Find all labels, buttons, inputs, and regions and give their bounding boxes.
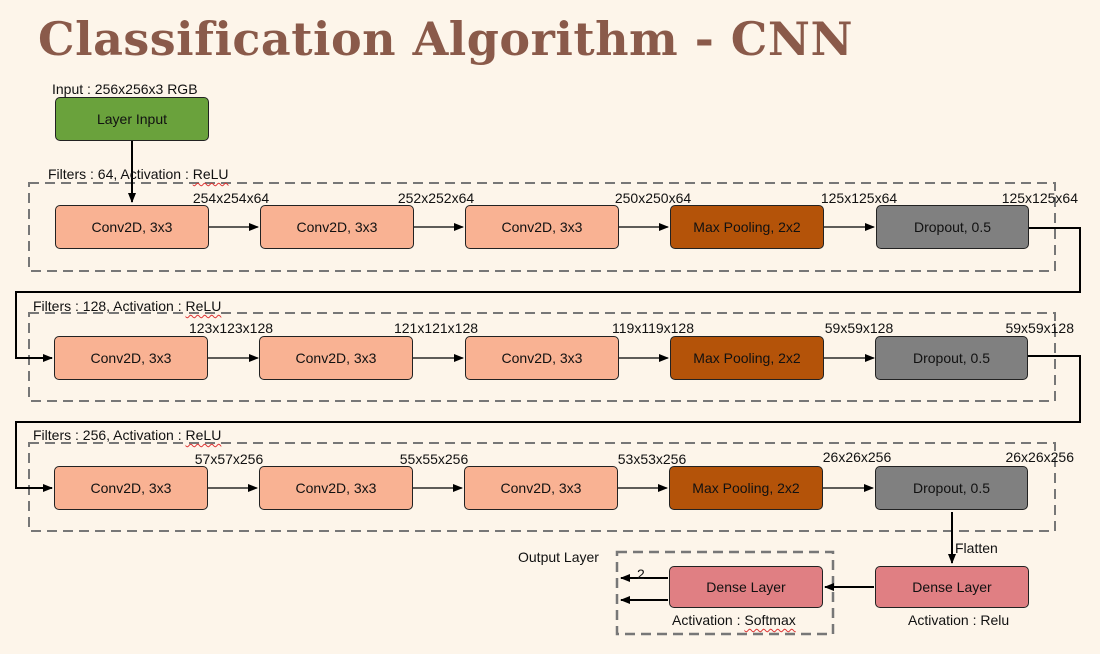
block-2-shape-1: 123x123x128	[188, 320, 274, 336]
block-2-conv-3: Conv2D, 3x3	[465, 336, 619, 380]
block-3-shape-3: 53x53x256	[617, 451, 687, 467]
row2-to-row3-connector	[15, 355, 1081, 492]
output-units-label: 2	[637, 566, 645, 582]
block-1-max-pooling: Max Pooling, 2x2	[670, 205, 824, 249]
block-3-filter-label: Filters : 256, Activation : ReLU	[33, 427, 222, 443]
block-2-shape-3: 119x119x128	[612, 320, 694, 336]
output-layer-label: Output Layer	[518, 549, 599, 565]
block-3-shape-2: 55x55x256	[399, 451, 469, 467]
block-1-conv-2: Conv2D, 3x3	[260, 205, 414, 249]
block-2-shape-2: 121x121x128	[393, 320, 479, 336]
block-2-conv-1: Conv2D, 3x3	[54, 336, 208, 380]
block-2-conv-2: Conv2D, 3x3	[259, 336, 413, 380]
block-1-shape-3: 250x250x64	[614, 190, 692, 206]
block-1-shape-2: 252x252x64	[397, 190, 475, 206]
block-2-filter-label: Filters : 128, Activation : ReLU	[33, 298, 222, 314]
block-3-shape-5: 26x26x256	[1005, 449, 1074, 465]
output-dense-layer: Dense Layer	[669, 566, 823, 608]
block-1-shape-5: 125x125x64	[1001, 190, 1078, 206]
hidden-activation-label: Activation : Relu	[908, 612, 1010, 628]
block-1-shape-4: 125x125x64	[820, 190, 898, 206]
block-3-conv-2: Conv2D, 3x3	[259, 466, 413, 510]
block-1-dropout: Dropout, 0.5	[876, 205, 1029, 249]
block-3-max-pooling: Max Pooling, 2x2	[669, 466, 823, 510]
block-3-conv-3: Conv2D, 3x3	[464, 466, 618, 510]
layer-input-box: Layer Input	[55, 97, 209, 141]
block-1-conv-3: Conv2D, 3x3	[465, 205, 619, 249]
block-3-dropout: Dropout, 0.5	[875, 466, 1028, 510]
hidden-dense-layer: Dense Layer	[875, 566, 1029, 608]
page-title: Classification Algorithm - CNN	[38, 12, 854, 66]
block-2-shape-4: 59x59x128	[824, 320, 894, 336]
flatten-label: Flatten	[955, 540, 998, 556]
block-3-conv-1: Conv2D, 3x3	[54, 466, 208, 510]
block-2-max-pooling: Max Pooling, 2x2	[670, 336, 824, 380]
block-3-shape-4: 26x26x256	[822, 449, 892, 465]
block-3-shape-1: 57x57x256	[194, 451, 264, 467]
block-1-conv-1: Conv2D, 3x3	[55, 205, 209, 249]
output-activation-label: Activation : Softmax	[672, 612, 796, 628]
input-caption: Input : 256x256x3 RGB	[52, 81, 198, 97]
block-1-frame	[28, 182, 1056, 272]
block-2-dropout: Dropout, 0.5	[875, 336, 1028, 380]
output-frame	[615, 550, 835, 636]
row1-to-row2-connector	[15, 227, 1081, 362]
block-2-shape-5: 59x59x128	[1005, 320, 1074, 336]
block-1-filter-label: Filters : 64, Activation : ReLU	[48, 166, 229, 182]
block-1-shape-1: 254x254x64	[192, 190, 270, 206]
